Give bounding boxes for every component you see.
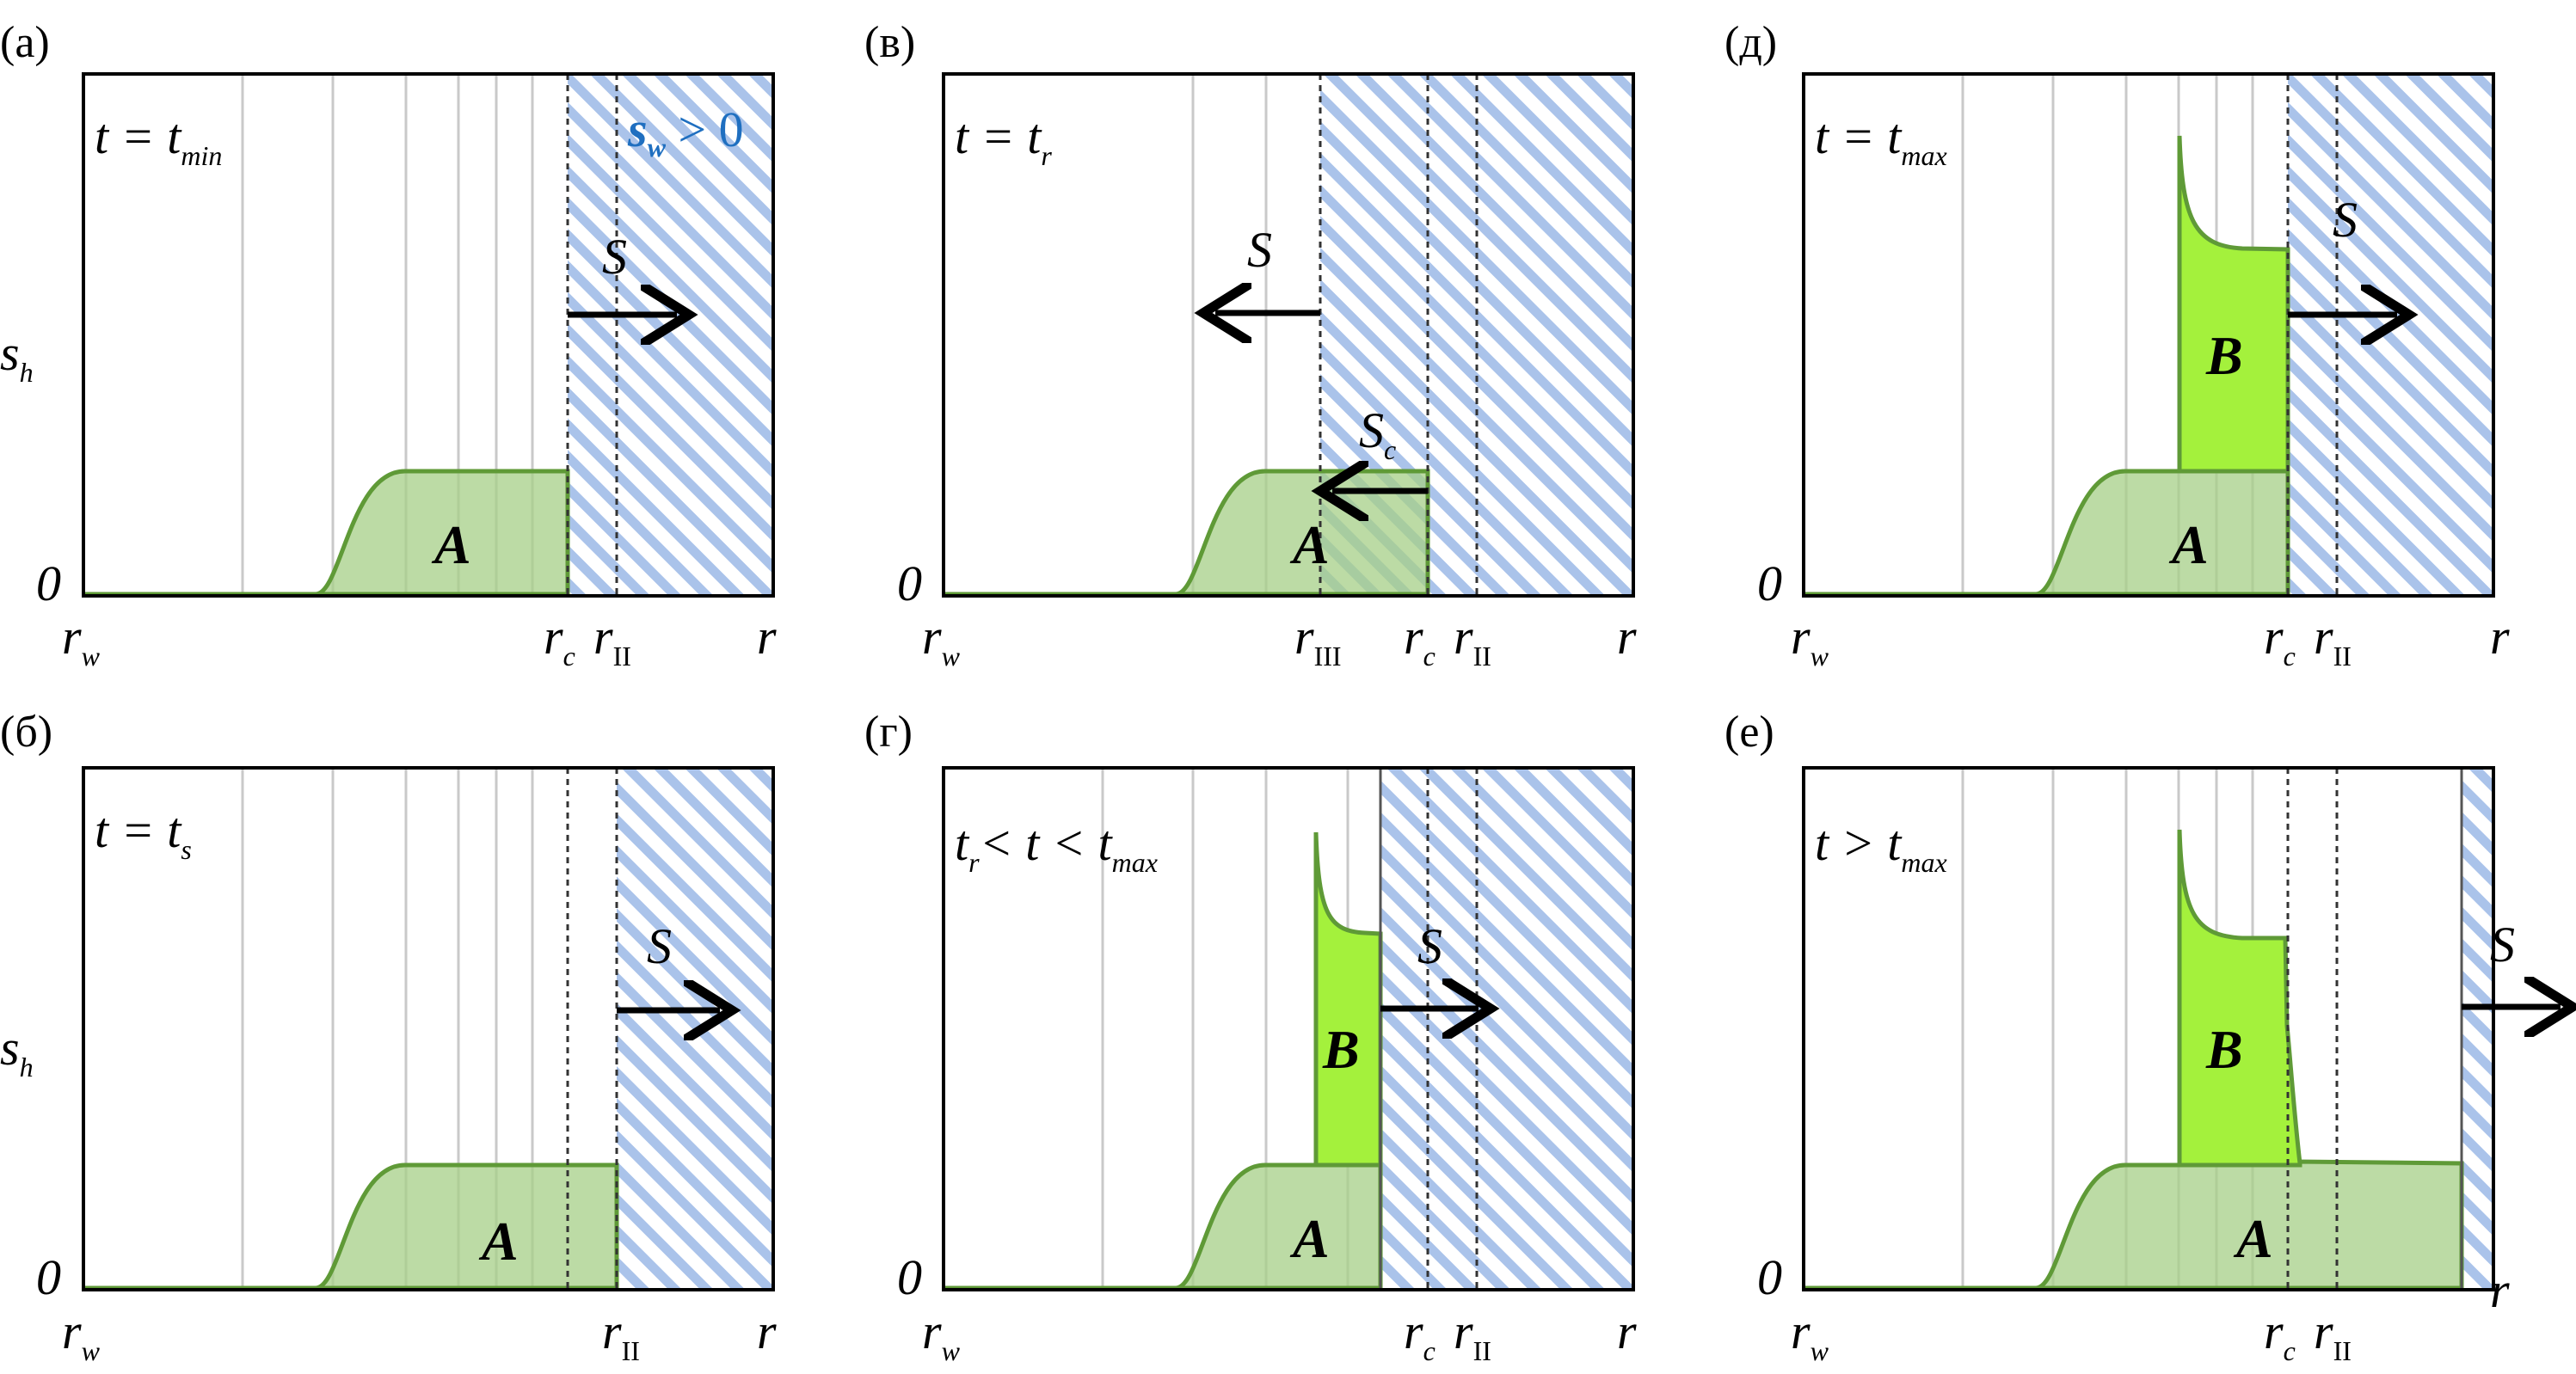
rc-label: rc [2264,1303,2296,1366]
x-origin-label: rw [1791,1303,1829,1366]
x-origin-label: rw [62,609,101,672]
x-origin-label: rw [1791,609,1829,672]
region-a-label: A [1289,1208,1330,1269]
plot-frame [82,766,775,1291]
time-condition: tr< t < tmax [955,815,1158,878]
time-condition: t = ts [95,802,192,865]
panel-d [1802,72,2495,598]
flux-label: S [2490,917,2515,972]
region-a-label: A [478,1211,519,1272]
panel-e [1802,766,2561,1291]
zero-label: 0 [1757,555,1782,611]
flux-label: S [1247,222,1272,278]
time-condition: t = tmin [95,108,222,171]
region-b-label: B [1322,1019,1360,1080]
sw-positive-label: sw > 0 [627,101,744,163]
region-a-shape [944,469,1430,597]
time-condition: t = tr [955,108,1052,171]
rc-label: rc [1404,609,1436,672]
rII-label: rII [593,609,631,672]
panel-tag: (в) [864,18,915,67]
x-end-label: r [1617,609,1637,665]
flux-c-label: Sc [1359,402,1396,465]
flux-label: S [647,918,672,974]
x-end-label: r [1617,1303,1637,1359]
panel-tag: (е) [1725,708,1774,757]
plot-frame [942,72,1635,598]
zero-label: 0 [36,555,61,611]
plot-frame [942,766,1635,1291]
region-a-label: A [2233,1208,2273,1269]
rc-label: rc [2264,609,2296,672]
hatched-region [2462,768,2493,1290]
rc-label: rc [544,609,575,672]
zero-label: 0 [36,1249,61,1305]
x-end-label: r [2490,1262,2510,1318]
panel-tag: (д) [1725,18,1777,67]
time-condition: t > tmax [1815,815,1947,878]
panel-v [942,72,1635,598]
region-a-shape [83,1162,619,1291]
plot-frame [1802,72,2495,598]
panel-tag: (б) [0,708,52,757]
region-a-shape [1804,469,2290,597]
region-b-shape [2177,135,2290,474]
time-condition: t = tmax [1815,108,1947,171]
rII-label: rII [1454,609,1491,672]
region-a-shape [83,469,570,597]
x-origin-label: rw [922,609,961,672]
hatched-region [617,768,773,1290]
rII-label: rII [2314,1303,2352,1366]
y-axis-label: sh [0,1020,34,1083]
zero-label: 0 [897,1249,922,1305]
plot-frame [82,72,775,598]
region-a-label: A [1289,514,1330,575]
x-origin-label: rw [62,1303,101,1366]
region-b-label: B [2205,1019,2243,1080]
x-end-label: r [757,1303,777,1359]
zero-label: 0 [1757,1249,1782,1305]
hatched-region [1380,768,1633,1290]
flux-label: S [602,229,627,285]
x-end-label: r [757,609,777,665]
panel-g [942,766,1635,1291]
region-a-shape [944,1162,1383,1291]
rII-label: rII [1454,1303,1491,1366]
rc-label: rc [1404,1303,1436,1366]
x-end-label: r [2490,609,2510,665]
y-axis-label: sh [0,325,34,388]
panel-tag: (а) [0,18,50,67]
zero-label: 0 [897,555,922,611]
panel-tag: (г) [864,708,913,757]
region-b-shape [1313,831,1383,1168]
region-b-shape [2177,829,2302,1168]
region-b-label: B [2205,325,2243,386]
rII-label: rII [2314,609,2352,672]
flux-label: S [2333,192,2358,248]
rIII-label: rIII [1294,609,1342,672]
x-origin-label: rw [922,1303,961,1366]
region-a-label: A [2168,514,2209,575]
flux-label: S [1417,918,1442,974]
region-a-label: A [431,514,471,575]
plot-frame [1802,766,2495,1291]
panel-b [82,766,775,1291]
hatched-region [2288,74,2493,596]
rII-label: rII [602,1303,640,1366]
panel-a [82,72,775,598]
